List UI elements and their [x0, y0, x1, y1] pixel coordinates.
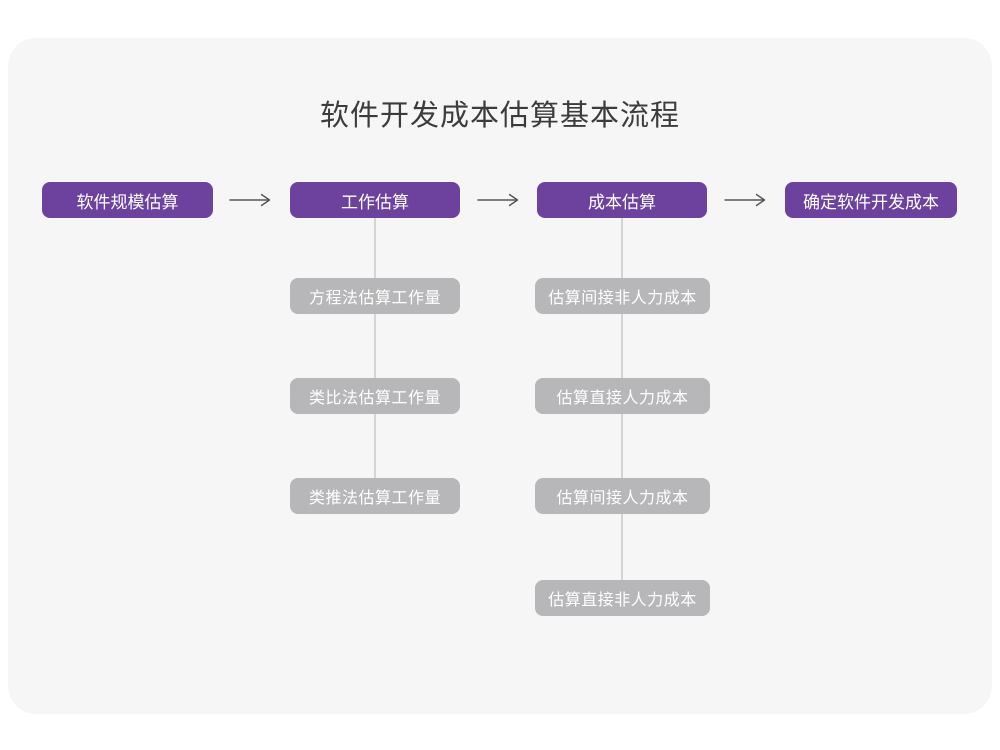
node-software-scale-estimation: 软件规模估算 — [42, 182, 213, 218]
node-label: 确定软件开发成本 — [803, 192, 939, 212]
diagram-card — [8, 38, 992, 714]
node-cost-estimation: 成本估算 — [537, 182, 707, 218]
arrow-right-icon — [724, 193, 766, 207]
node-work-estimation: 工作估算 — [290, 182, 460, 218]
arrow-right-icon — [229, 193, 271, 207]
arrow-right-icon — [477, 193, 519, 207]
node-label: 估算间接非人力成本 — [548, 290, 697, 307]
node-label: 方程法估算工作量 — [308, 290, 441, 307]
sub-node-indirect-labor-cost: 估算间接人力成本 — [535, 478, 710, 514]
connector-line-work — [374, 218, 376, 478]
node-label: 估算间接人力成本 — [556, 490, 689, 507]
sub-node-analogy-method: 类比法估算工作量 — [290, 378, 460, 414]
node-label: 工作估算 — [341, 192, 409, 212]
page-title: 软件开发成本估算基本流程 — [319, 100, 680, 132]
node-label: 成本估算 — [588, 192, 656, 212]
node-label: 类比法估算工作量 — [308, 390, 441, 407]
sub-node-equation-method: 方程法估算工作量 — [290, 278, 460, 314]
node-determine-development-cost: 确定软件开发成本 — [785, 182, 957, 218]
sub-node-extrapolation-method: 类推法估算工作量 — [290, 478, 460, 514]
node-label: 估算直接人力成本 — [556, 390, 689, 407]
node-label: 估算直接非人力成本 — [548, 592, 697, 609]
sub-node-direct-nonlabor-cost: 估算直接非人力成本 — [535, 580, 710, 616]
node-label: 类推法估算工作量 — [308, 490, 441, 507]
node-label: 软件规模估算 — [76, 192, 179, 212]
sub-node-indirect-nonlabor-cost: 估算间接非人力成本 — [535, 278, 710, 314]
sub-node-direct-labor-cost: 估算直接人力成本 — [535, 378, 710, 414]
